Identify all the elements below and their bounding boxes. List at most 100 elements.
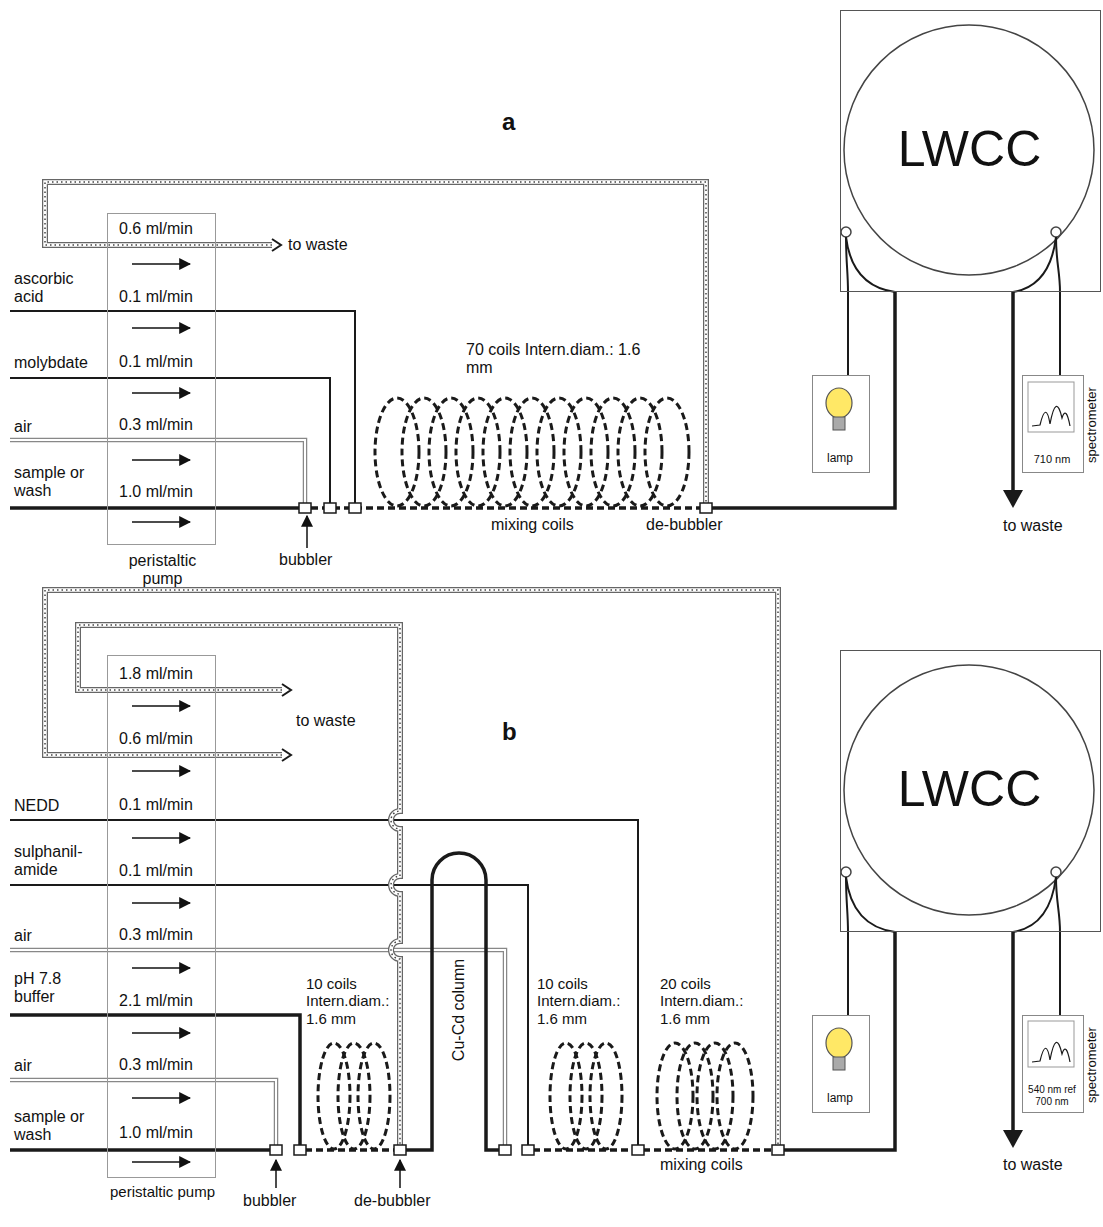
lwcc-cell — [1013, 237, 1056, 292]
lamp-bulb — [833, 417, 845, 430]
fitting — [499, 1145, 511, 1155]
coil-b — [697, 1043, 733, 1149]
flow-label: 0.1 ml/min — [119, 353, 193, 371]
waste-chevron — [282, 684, 291, 761]
flow-label: pH 7.8 buffer — [14, 970, 80, 1007]
pump-arrow — [132, 521, 190, 523]
buffer-line — [10, 1015, 300, 1145]
flow-label: bubbler — [243, 1192, 296, 1210]
fitting — [632, 1145, 644, 1155]
flow-label: 0.6 ml/min — [119, 730, 193, 748]
coil-b — [550, 1043, 582, 1149]
node-text: lamp — [813, 452, 867, 466]
flow-label: 0.1 ml/min — [119, 796, 193, 814]
flow-label: 1.0 ml/min — [119, 1124, 193, 1142]
node-text: 540 nm ref 700 nm — [1023, 1084, 1081, 1107]
coil-a — [510, 398, 554, 506]
node-text: lamp — [813, 1092, 867, 1106]
coil-a — [537, 398, 581, 506]
coil-b — [590, 1043, 622, 1149]
waste-arrow — [1011, 932, 1015, 1132]
flow-label: 10 coils Intern.diam.: 1.6 mm — [306, 975, 401, 1027]
waste-tube — [78, 625, 400, 1145]
lamp-bulb — [826, 1028, 852, 1070]
sample-line — [712, 292, 895, 508]
waste-chevron — [282, 684, 291, 696]
waste-arrow — [1003, 1130, 1023, 1148]
pump-arrow — [132, 1097, 190, 1099]
lamp-box: lamp — [812, 375, 870, 473]
node-heading: spectrometer — [1085, 1027, 1100, 1103]
air-line — [10, 440, 305, 503]
spectrum-icon — [1028, 1021, 1074, 1067]
detector-cell: LWCC — [840, 650, 1101, 932]
detector-cell: LWCC — [840, 10, 1101, 292]
lwcc-cell — [1056, 877, 1060, 932]
lamp-bulb — [826, 388, 852, 430]
fitting — [270, 1145, 282, 1155]
spectrometer-box: 710 nmspectrometer — [1022, 375, 1084, 473]
waste-chevron — [282, 749, 291, 761]
lamp-bulb — [826, 388, 852, 418]
coil-a — [402, 398, 446, 506]
waste-arrow — [1003, 490, 1023, 508]
fitting — [522, 1145, 534, 1155]
pump-arrow — [132, 392, 190, 394]
fitting — [294, 1145, 306, 1155]
flow-label: air — [14, 1057, 32, 1075]
lwcc-cell — [1051, 867, 1061, 877]
sample-line — [10, 506, 300, 510]
lwcc-cell — [841, 867, 851, 877]
waste-arrow — [1003, 292, 1023, 508]
reagent-line — [10, 311, 355, 503]
air-line — [10, 1080, 276, 1145]
flow-label: de-bubbler — [354, 1192, 431, 1210]
fitting — [349, 503, 361, 513]
coil-a — [483, 398, 527, 506]
coil-b — [318, 1043, 350, 1149]
coil-a — [618, 398, 662, 506]
lamp-box: lamp — [812, 1015, 870, 1113]
node-text: 710 nm — [1023, 453, 1081, 466]
panel-letter: b — [502, 718, 517, 746]
flow-label: 20 coils Intern.diam.: 1.6 mm — [660, 975, 755, 1027]
spectrum-icon — [1028, 382, 1074, 432]
node-text: LWCC — [841, 121, 1098, 179]
fitting — [772, 1145, 784, 1155]
air-line — [10, 440, 305, 503]
flow-label: to waste — [296, 712, 356, 730]
flow-label: to waste — [288, 236, 348, 254]
connector-line — [1059, 932, 1061, 1015]
bubbler-arrow — [306, 516, 308, 548]
flow-label: air — [14, 418, 32, 436]
coil-b — [717, 1043, 753, 1149]
lwcc-cell — [1013, 877, 1056, 932]
reagent-line — [10, 378, 330, 503]
pump-arrow — [132, 327, 190, 329]
coil-b — [358, 1043, 390, 1149]
flow-label: air — [14, 927, 32, 945]
flow-label: to waste — [1003, 517, 1063, 535]
pump-arrow — [132, 1161, 190, 1163]
flow-label: 0.1 ml/min — [119, 862, 193, 880]
coil-b — [570, 1043, 602, 1149]
flow-label: sample or wash — [14, 1108, 86, 1145]
coil-b — [318, 1043, 753, 1149]
fitting — [324, 503, 336, 513]
waste-tube — [78, 625, 400, 1145]
flow-label: mixing coils — [491, 516, 574, 534]
reagent-line — [10, 820, 638, 1145]
pump-arrow — [132, 967, 190, 969]
lamp-bulb — [833, 1057, 845, 1070]
bubbler-arrow — [307, 516, 308, 548]
waste-chevron — [272, 239, 281, 251]
bubbler-arrow — [399, 1160, 401, 1188]
connector-line — [1059, 292, 1061, 375]
flow-label: sulphanil- amide — [14, 843, 94, 880]
waste-tube — [45, 590, 778, 1145]
coil-b — [338, 1043, 370, 1149]
pump-arrow — [132, 1032, 190, 1034]
sample-line — [10, 292, 895, 508]
pump-arrow — [132, 837, 190, 839]
